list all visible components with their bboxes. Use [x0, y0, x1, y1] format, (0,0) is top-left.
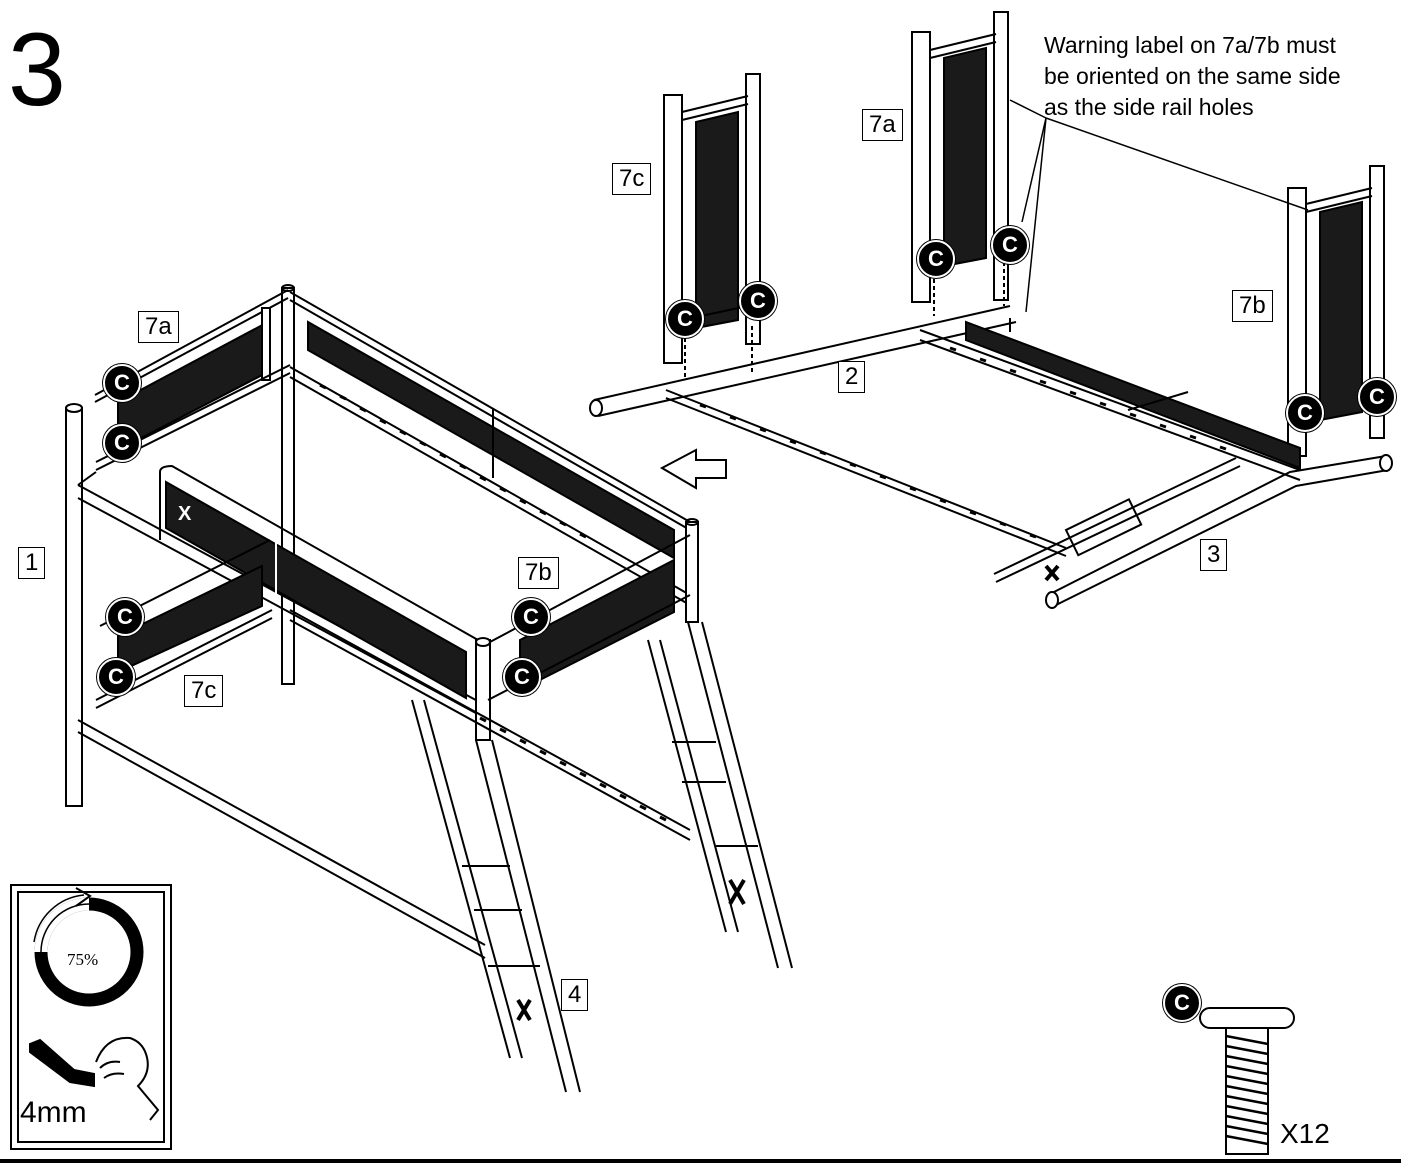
hardware-quantity: X12 — [1280, 1118, 1330, 1149]
hardware-callout-c: C — [666, 300, 704, 338]
hardware-callout-c: C — [503, 658, 541, 696]
hardware-callout-c: C — [106, 598, 144, 636]
post-1 — [65, 403, 83, 807]
tool-box-inner: 75% — [17, 891, 165, 1143]
hardware-callout-c: C — [1358, 378, 1396, 416]
bolt-icon — [1199, 1007, 1295, 1155]
back-right-post — [281, 284, 295, 685]
warning-note-line: as the side rail holes — [1044, 94, 1254, 120]
part-label-7b-exploded: 7b — [1232, 290, 1273, 322]
svg-text:X: X — [178, 503, 192, 525]
part-label-7b: 7b — [518, 557, 559, 589]
page-bottom-rule — [0, 1159, 1401, 1163]
hardware-callout-c: C — [917, 240, 955, 278]
hardware-callout-c: C — [512, 598, 550, 636]
hardware-callout-c: C — [739, 282, 777, 320]
front-right-post — [475, 637, 491, 741]
part-label-3: 3 — [1200, 539, 1228, 571]
end-7b — [1287, 165, 1385, 457]
part-label-7a-exploded: 7a — [862, 109, 903, 141]
part-label-7c-exploded: 7c — [612, 163, 652, 195]
hardware-callout-c: C — [97, 658, 135, 696]
warning-note-line: Warning label on 7a/7b must — [1044, 32, 1336, 58]
part-label-7c: 7c — [184, 675, 224, 707]
progress-ring-icon — [33, 887, 144, 1007]
tool-box: 75% — [10, 884, 172, 1150]
torque-percent: 75% — [67, 950, 99, 969]
hardware-callout-c: C — [1163, 984, 1201, 1022]
front-guard: X — [159, 464, 487, 700]
part-label-7a: 7a — [138, 311, 179, 343]
step-number: 3 — [8, 12, 66, 128]
hardware-callout-c: C — [103, 424, 141, 462]
rail-3 — [993, 454, 1393, 609]
ladder-4 — [411, 621, 793, 1093]
rail-mesh — [965, 320, 1301, 470]
warning-note: Warning label on 7a/7b must be oriented … — [1044, 30, 1399, 123]
allen-key-hand-icon — [29, 1036, 160, 1121]
allen-key-size: 4mm — [20, 1096, 87, 1129]
hardware-callout-c: C — [1286, 394, 1324, 432]
warning-pointer-lines — [1009, 99, 1309, 313]
direction-arrow-icon — [659, 448, 727, 490]
back-guard-mesh — [307, 320, 675, 560]
warning-note-line: be oriented on the same side — [1044, 63, 1341, 89]
hardware-callout-c: C — [991, 226, 1029, 264]
rail-2 — [589, 305, 1017, 417]
part-label-4: 4 — [561, 979, 589, 1011]
part-label-2: 2 — [838, 361, 866, 393]
hardware-callout-c: C — [103, 364, 141, 402]
end-7c — [663, 73, 761, 380]
part-label-1: 1 — [18, 547, 46, 579]
